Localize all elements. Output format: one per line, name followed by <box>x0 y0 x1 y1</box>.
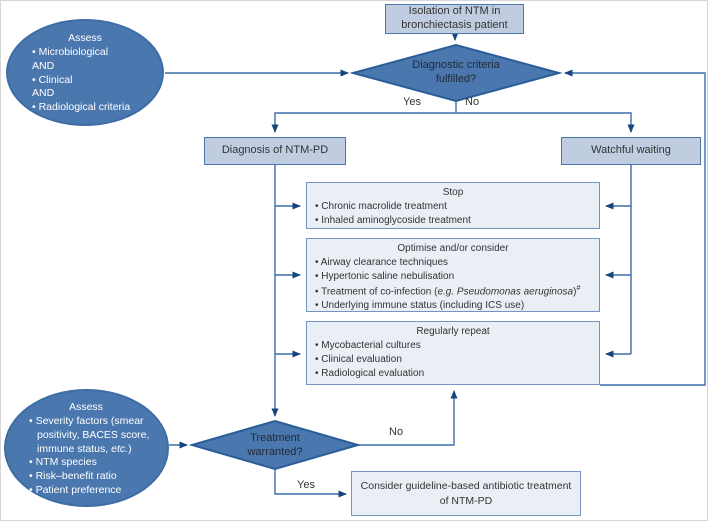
diagnostic-criteria-decision-shape <box>349 43 563 103</box>
optimise-bullet: • Underlying immune status (including IC… <box>315 299 525 311</box>
watchful-waiting-box: Watchful waiting <box>561 137 701 165</box>
optimise-bullet: • Airway clearance techniques <box>315 256 449 268</box>
watchful-waiting-label: Watchful waiting <box>591 144 671 157</box>
assess-criteria-item: AND <box>32 59 55 72</box>
assess-criteria-item: • Microbiological <box>32 45 109 58</box>
assess-criteria-item: AND <box>32 87 55 100</box>
start-node-label: Isolation of NTM in bronchiectasis patie… <box>401 5 508 31</box>
optimise-bullet-text: • Treatment of co-infection ( <box>315 286 438 297</box>
assess-treatment-italic: etc. <box>111 442 129 455</box>
assess-treatment-ellipse: Assess • Severity factors (smear positiv… <box>4 389 169 507</box>
optimise-bullet-text: ) <box>573 286 577 297</box>
edge-no-to-repeat <box>358 390 458 446</box>
repeat-bullet: • Radiological evaluation <box>315 367 425 379</box>
assess-treatment-title: Assess <box>69 401 103 413</box>
optimise-bullet-italic: e.g. Pseudomonas aeruginosa <box>437 286 574 297</box>
diagnosis-ntm-pd-box: Diagnosis of NTM-PD <box>204 137 346 165</box>
edge-label-no-bottom: No <box>389 426 404 438</box>
edge-label-yes-top: Yes <box>403 96 421 108</box>
stop-bullet: • Chronic macrolide treatment <box>315 200 447 212</box>
repeat-bullet: • Mycobacterial cultures <box>315 339 421 351</box>
stop-box: Stop • Chronic macrolide treatment • Inh… <box>306 182 600 229</box>
optimise-bullet: • Hypertonic saline nebulisation <box>315 270 455 282</box>
consider-treatment-box: Consider guideline-based antibiotic trea… <box>351 471 581 516</box>
assess-treatment-item: • Patient preference <box>29 484 122 497</box>
diagnostic-criteria-decision-label: Diagnostic criteria fulfilled? <box>412 59 500 85</box>
stop-title: Stop <box>442 187 464 198</box>
assess-treatment-text: ) <box>128 442 132 455</box>
optimise-bullet: • Treatment of co-infection (e.g. Pseudo… <box>315 284 591 299</box>
start-node: Isolation of NTM in bronchiectasis patie… <box>385 4 524 34</box>
assess-criteria-title: Assess <box>68 32 102 44</box>
assess-treatment-item: positivity, BACES score, <box>37 428 150 441</box>
edge-yes-to-consider <box>274 469 347 498</box>
assess-treatment-item: • NTM species <box>29 456 97 469</box>
assess-criteria-item: • Radiological criteria <box>32 101 131 114</box>
edge-repeat-loop-to-diagnostic-decision <box>564 69 706 386</box>
regularly-repeat-title: Regularly repeat <box>416 326 490 337</box>
treatment-warranted-decision-shape <box>188 419 362 471</box>
treatment-warranted-decision-label: Treatment warranted? <box>247 432 303 458</box>
optimise-box: Optimise and/or consider • Airway cleara… <box>306 238 600 312</box>
assess-criteria-ellipse: Assess • Microbiological AND • Clinical … <box>6 19 164 126</box>
edge-no-to-watchful <box>456 112 635 133</box>
diagnosis-ntm-pd-label: Diagnosis of NTM-PD <box>221 144 329 157</box>
stop-bullet: • Inhaled aminoglycoside treatment <box>315 214 471 226</box>
optimise-title: Optimise and/or consider <box>397 243 509 254</box>
assess-treatment-item: • Risk–benefit ratio <box>29 470 117 483</box>
regularly-repeat-box: Regularly repeat • Mycobacterial culture… <box>306 321 600 385</box>
assess-treatment-item: • Severity factors (smear <box>29 414 144 427</box>
assess-treatment-item: immune status, etc.) <box>37 443 161 457</box>
assess-criteria-item: • Clinical <box>32 73 73 86</box>
edge-label-no-top: No <box>465 96 480 108</box>
edge-yes-to-diagnosis <box>271 112 456 133</box>
assess-treatment-text: immune status, <box>37 442 112 455</box>
consider-treatment-label: Consider guideline-based antibiotic trea… <box>360 479 572 507</box>
repeat-bullet: • Clinical evaluation <box>315 353 402 365</box>
optimise-bullet-footnote-mark: # <box>576 284 581 292</box>
edge-label-yes-bottom: Yes <box>297 479 315 491</box>
